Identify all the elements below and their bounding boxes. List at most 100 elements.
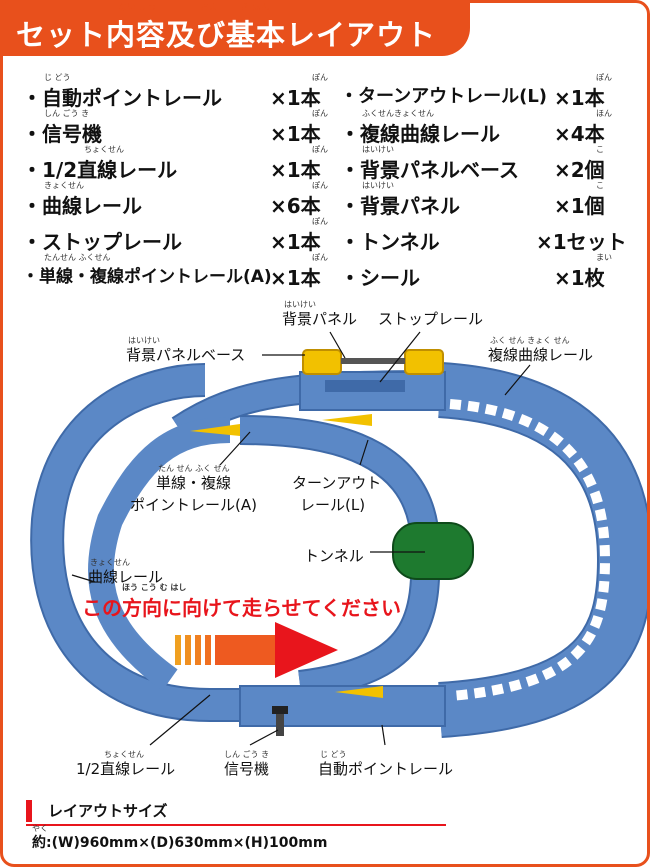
label-bg-panel: はいけい 背景パネル [282,300,358,329]
item-label: ・背景パネル [340,194,460,218]
label-stop-rail: ストップレール [378,308,483,329]
item-label: ・自動ポイントレール [22,86,222,110]
label-text: 曲線レール [88,568,164,586]
item-qty: ×6本 [270,194,321,218]
item-qty: ×2個 [554,158,605,182]
direction-instruction: ほう こう む はし この方向に向けて走らせてください [82,583,401,621]
item-label: ・1/2直線レール [22,158,178,182]
point-lever-l [322,414,372,426]
label-signal: しん ごう き 信号機 [224,750,270,779]
item-ruby: しん ごう き [44,109,90,118]
label-auto-point: じ どう 自動ポイントレール [318,750,454,779]
item-label: ・信号機 [22,122,102,146]
title-bar: ない よう およ き ほん セット内容及び基本レイアウト [0,0,470,56]
title-ruby-1: ない よう [118,3,157,13]
label-text: ターンアウト [292,474,382,492]
lower-left-track [87,417,231,691]
label-ruby: ふく せん きょく せん [490,336,570,345]
item-qty: ×1本 [270,266,321,290]
label-ruby: しん ごう き [224,750,270,759]
item-ruby: はいけい [362,181,394,190]
item-qty: ×4本 [554,122,605,146]
label-text: 1/2直線レール [76,760,176,778]
label-turnout-2: レール(L) [300,494,365,515]
list-item: ・トンネル ×1セット [340,226,627,255]
label-text: 信号機 [224,760,270,778]
title-ruby-2: およ [200,3,219,13]
label-ruby: じ どう [320,750,347,759]
auto-point-lever [335,686,383,698]
list-item: ふくせんきょくせん ・複線曲線レール ほん ×4本 [340,109,612,147]
qty-ruby: まい [596,253,612,262]
layout-size-heading: レイアウトサイズ [26,800,168,822]
item-ruby: たんせん ふくせん [44,253,111,262]
label-text: 単線・複線 [156,474,232,492]
direction-text: この方向に向けて走らせてください [82,596,401,620]
item-qty: ×1セット [536,230,627,254]
item-qty: ×1本 [270,230,321,254]
title-ruby-3: き ほん [240,3,270,13]
bg-panel-base-left [302,349,342,375]
qty-ruby: ほん [596,109,612,118]
item-label: ・曲線レール [22,194,142,218]
label-text: トンネル [304,547,364,565]
double-track-ties [449,399,611,701]
divider [26,824,446,826]
item-label: ・シール [340,266,420,290]
label-text: 背景パネル [282,310,358,328]
label-double-curve: ふく せん きょく せん 複線曲線レール [488,336,594,365]
label-ruby: ちょくせん [104,750,144,759]
label-ruby: はいけい [128,336,160,345]
label-text: ポイントレール(A) [130,496,257,514]
list-item: ・ターンアウトレール(L) ぽん ×1本 [340,73,612,110]
item-ruby: ふくせんきょくせん [362,109,434,118]
list-item: きょくせん ・曲線レール ぽん ×6本 [22,181,328,219]
item-ruby: きょくせん [44,181,84,190]
list-item: ・シール まい ×1枚 [340,253,612,291]
item-label: ・複線曲線レール [340,122,500,146]
item-qty: ×1本 [270,122,321,146]
label-bg-panel-base: はいけい 背景パネルベース [126,336,246,365]
item-label: ・ストップレール [22,230,182,254]
item-qty: ×1本 [554,86,605,110]
leader-lines [71,331,531,746]
item-label: ・トンネル [340,230,440,254]
qty-ruby: ぽん [312,253,328,262]
list-item: じ どう ・自動ポイントレール ぽん ×1本 [22,73,328,111]
layout-size-box: レイアウトサイズ やく 約:(W)960mm×(D)630mm×(H)100mm [26,800,446,860]
label-text: 背景パネルベース [126,346,246,364]
direction-arrow [175,622,338,678]
label-half-straight: ちょくせん 1/2直線レール [76,750,176,779]
item-label: ・背景パネルベース [340,158,519,182]
label-text: 複線曲線レール [488,346,594,364]
label-tunnel: トンネル [304,545,364,566]
item-qty: ×1本 [270,158,321,182]
item-qty: ×1枚 [554,266,605,290]
track-layout-diagram [30,331,650,746]
list-item: しん ごう き ・信号機 ぽん ×1本 [22,109,328,147]
layout-size-value: 約:(W)960mm×(D)630mm×(H)100mm [32,835,328,851]
list-item: たんせん ふくせん ・単線・複線ポイントレール(A) ぽん ×1本 [22,253,328,290]
qty-ruby: ぽん [312,145,328,154]
single-track-outer-fill [32,365,430,720]
qty-ruby: ぽん [312,73,328,82]
qty-ruby: ぽん [312,217,328,226]
label-curve: きょくせん 曲線レール [88,558,164,587]
label-text: レール(L) [300,496,366,514]
item-label: ・ターンアウトレール(L) [340,86,548,107]
bg-panel-base-right [404,349,444,375]
list-item: はいけい ・背景パネル こ ×1個 [340,181,605,219]
page-title: セット内容及び基本レイアウト [16,18,437,52]
label-single-double-point-2: ポイントレール(A) [130,494,257,515]
list-item: ・ストップレール ぽん ×1本 [22,217,328,255]
item-ruby: はいけい [362,145,394,154]
signal-post [276,710,284,736]
label-text: 自動ポイントレール [318,760,454,778]
label-ruby: きょくせん [90,558,130,567]
item-ruby: ちょくせん [84,145,124,154]
list-item: はいけい ・背景パネルベース こ ×2個 [340,145,605,183]
label-turnout-1: ターンアウト [292,472,381,493]
label-ruby: たん せん ふく せん [158,464,230,473]
qty-ruby: こ [596,181,604,190]
